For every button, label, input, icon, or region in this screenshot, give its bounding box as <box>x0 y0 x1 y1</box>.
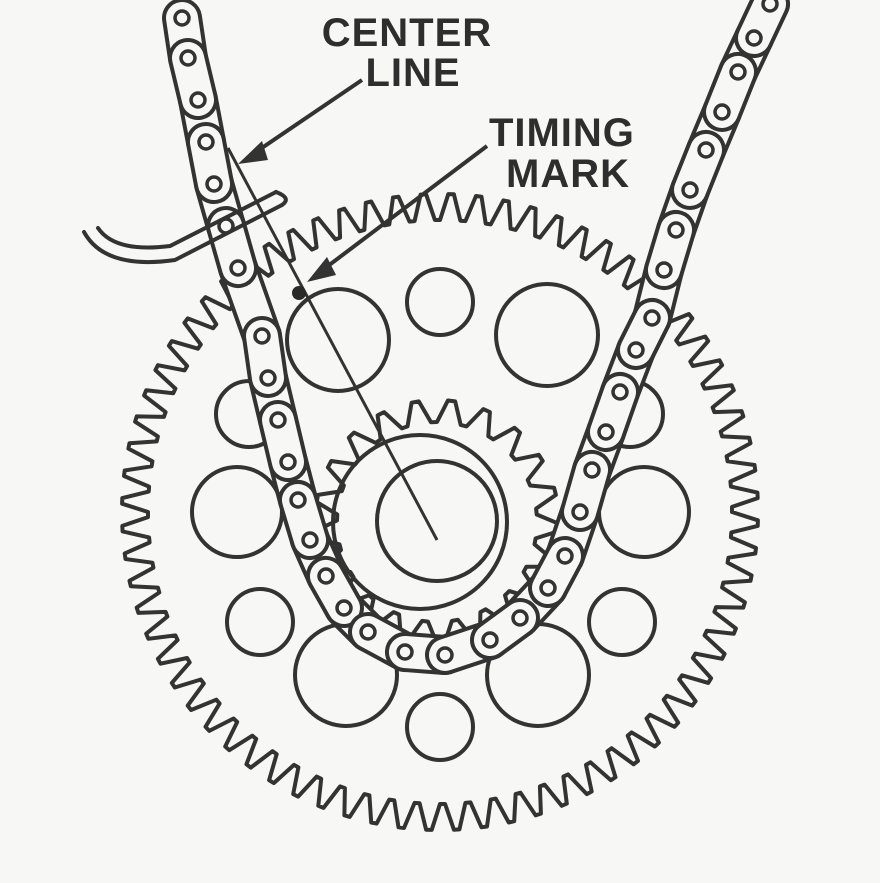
chain-pin <box>627 341 645 359</box>
chain-pin <box>173 9 191 27</box>
chain-link <box>528 536 585 608</box>
chain-link <box>670 129 727 210</box>
chain-link <box>733 0 791 59</box>
crank-sprocket-hub-outer <box>331 433 509 611</box>
chain-pin <box>556 547 574 565</box>
label-timing-mark-1: TIMING <box>489 111 635 155</box>
chain-link <box>585 371 641 453</box>
chain-pin <box>436 646 454 664</box>
label-center-line-1: CENTER <box>322 11 492 55</box>
label-center-line-2: LINE <box>365 51 460 95</box>
chain-pin <box>539 579 557 597</box>
tool-inner-edge <box>96 190 278 250</box>
chain-pin <box>611 383 629 401</box>
chain-pin <box>279 453 297 471</box>
chain-pin <box>317 567 335 585</box>
chain-link <box>185 121 235 205</box>
gear-hole <box>597 465 691 559</box>
chain-link <box>470 597 540 661</box>
chain-pin <box>335 599 353 617</box>
chain-pin <box>189 91 207 109</box>
cam-sprocket-teeth <box>120 192 760 832</box>
chain-pin <box>681 181 699 199</box>
chain-link <box>277 479 331 561</box>
chain-pin <box>655 261 673 279</box>
chain-pin <box>253 327 271 345</box>
chain-pin <box>713 103 731 121</box>
chain-pin <box>697 141 715 159</box>
gear-hole <box>285 287 391 393</box>
gear-hole <box>405 692 475 762</box>
tool-tip <box>274 190 288 207</box>
chain-pin <box>597 423 615 441</box>
chain-pin <box>259 369 277 387</box>
timing-chain <box>162 0 791 675</box>
chain-pin <box>229 259 247 277</box>
arrow-center-line <box>238 78 364 164</box>
chain-pin <box>761 0 779 13</box>
chain-pin <box>301 531 319 549</box>
gear-hole <box>190 465 284 559</box>
gear-hole <box>225 587 295 657</box>
chain-link <box>702 51 759 132</box>
tool-handle <box>82 190 288 265</box>
center-line <box>226 147 439 541</box>
chain-pin <box>729 63 747 81</box>
chain-pin <box>745 29 763 47</box>
chain-pin <box>205 175 223 193</box>
chain-pin <box>667 221 685 239</box>
chain-link <box>560 449 612 532</box>
chain-pin <box>481 631 499 649</box>
chain-pin <box>396 643 414 661</box>
label-timing-mark-2: MARK <box>506 152 630 196</box>
chain-link <box>257 399 309 483</box>
chain-pin <box>571 503 589 521</box>
tool-outer-edge <box>82 203 284 265</box>
label-center-line: CENTER LINE <box>322 11 505 95</box>
gear-hole <box>405 267 475 337</box>
chain-pin <box>197 133 215 151</box>
timing-mark-dot <box>292 286 306 300</box>
chain-pin <box>511 609 529 627</box>
chain-pin <box>359 623 377 641</box>
chain-pin <box>289 491 307 509</box>
chain-pin <box>179 49 197 67</box>
chain-link <box>167 37 219 121</box>
arrow-timing-mark <box>307 144 489 282</box>
chain-link <box>242 316 288 398</box>
label-timing-mark: TIMING MARK <box>489 111 647 196</box>
chain-pin <box>269 411 287 429</box>
chain-link <box>615 297 673 371</box>
gear-hole <box>494 282 600 388</box>
chain-pin <box>643 309 661 327</box>
chain-link <box>643 209 697 291</box>
chain-pin <box>583 461 601 479</box>
chain-link <box>206 206 258 289</box>
crank-sprocket-hub-inner <box>375 459 499 583</box>
gear-hole <box>587 587 657 657</box>
